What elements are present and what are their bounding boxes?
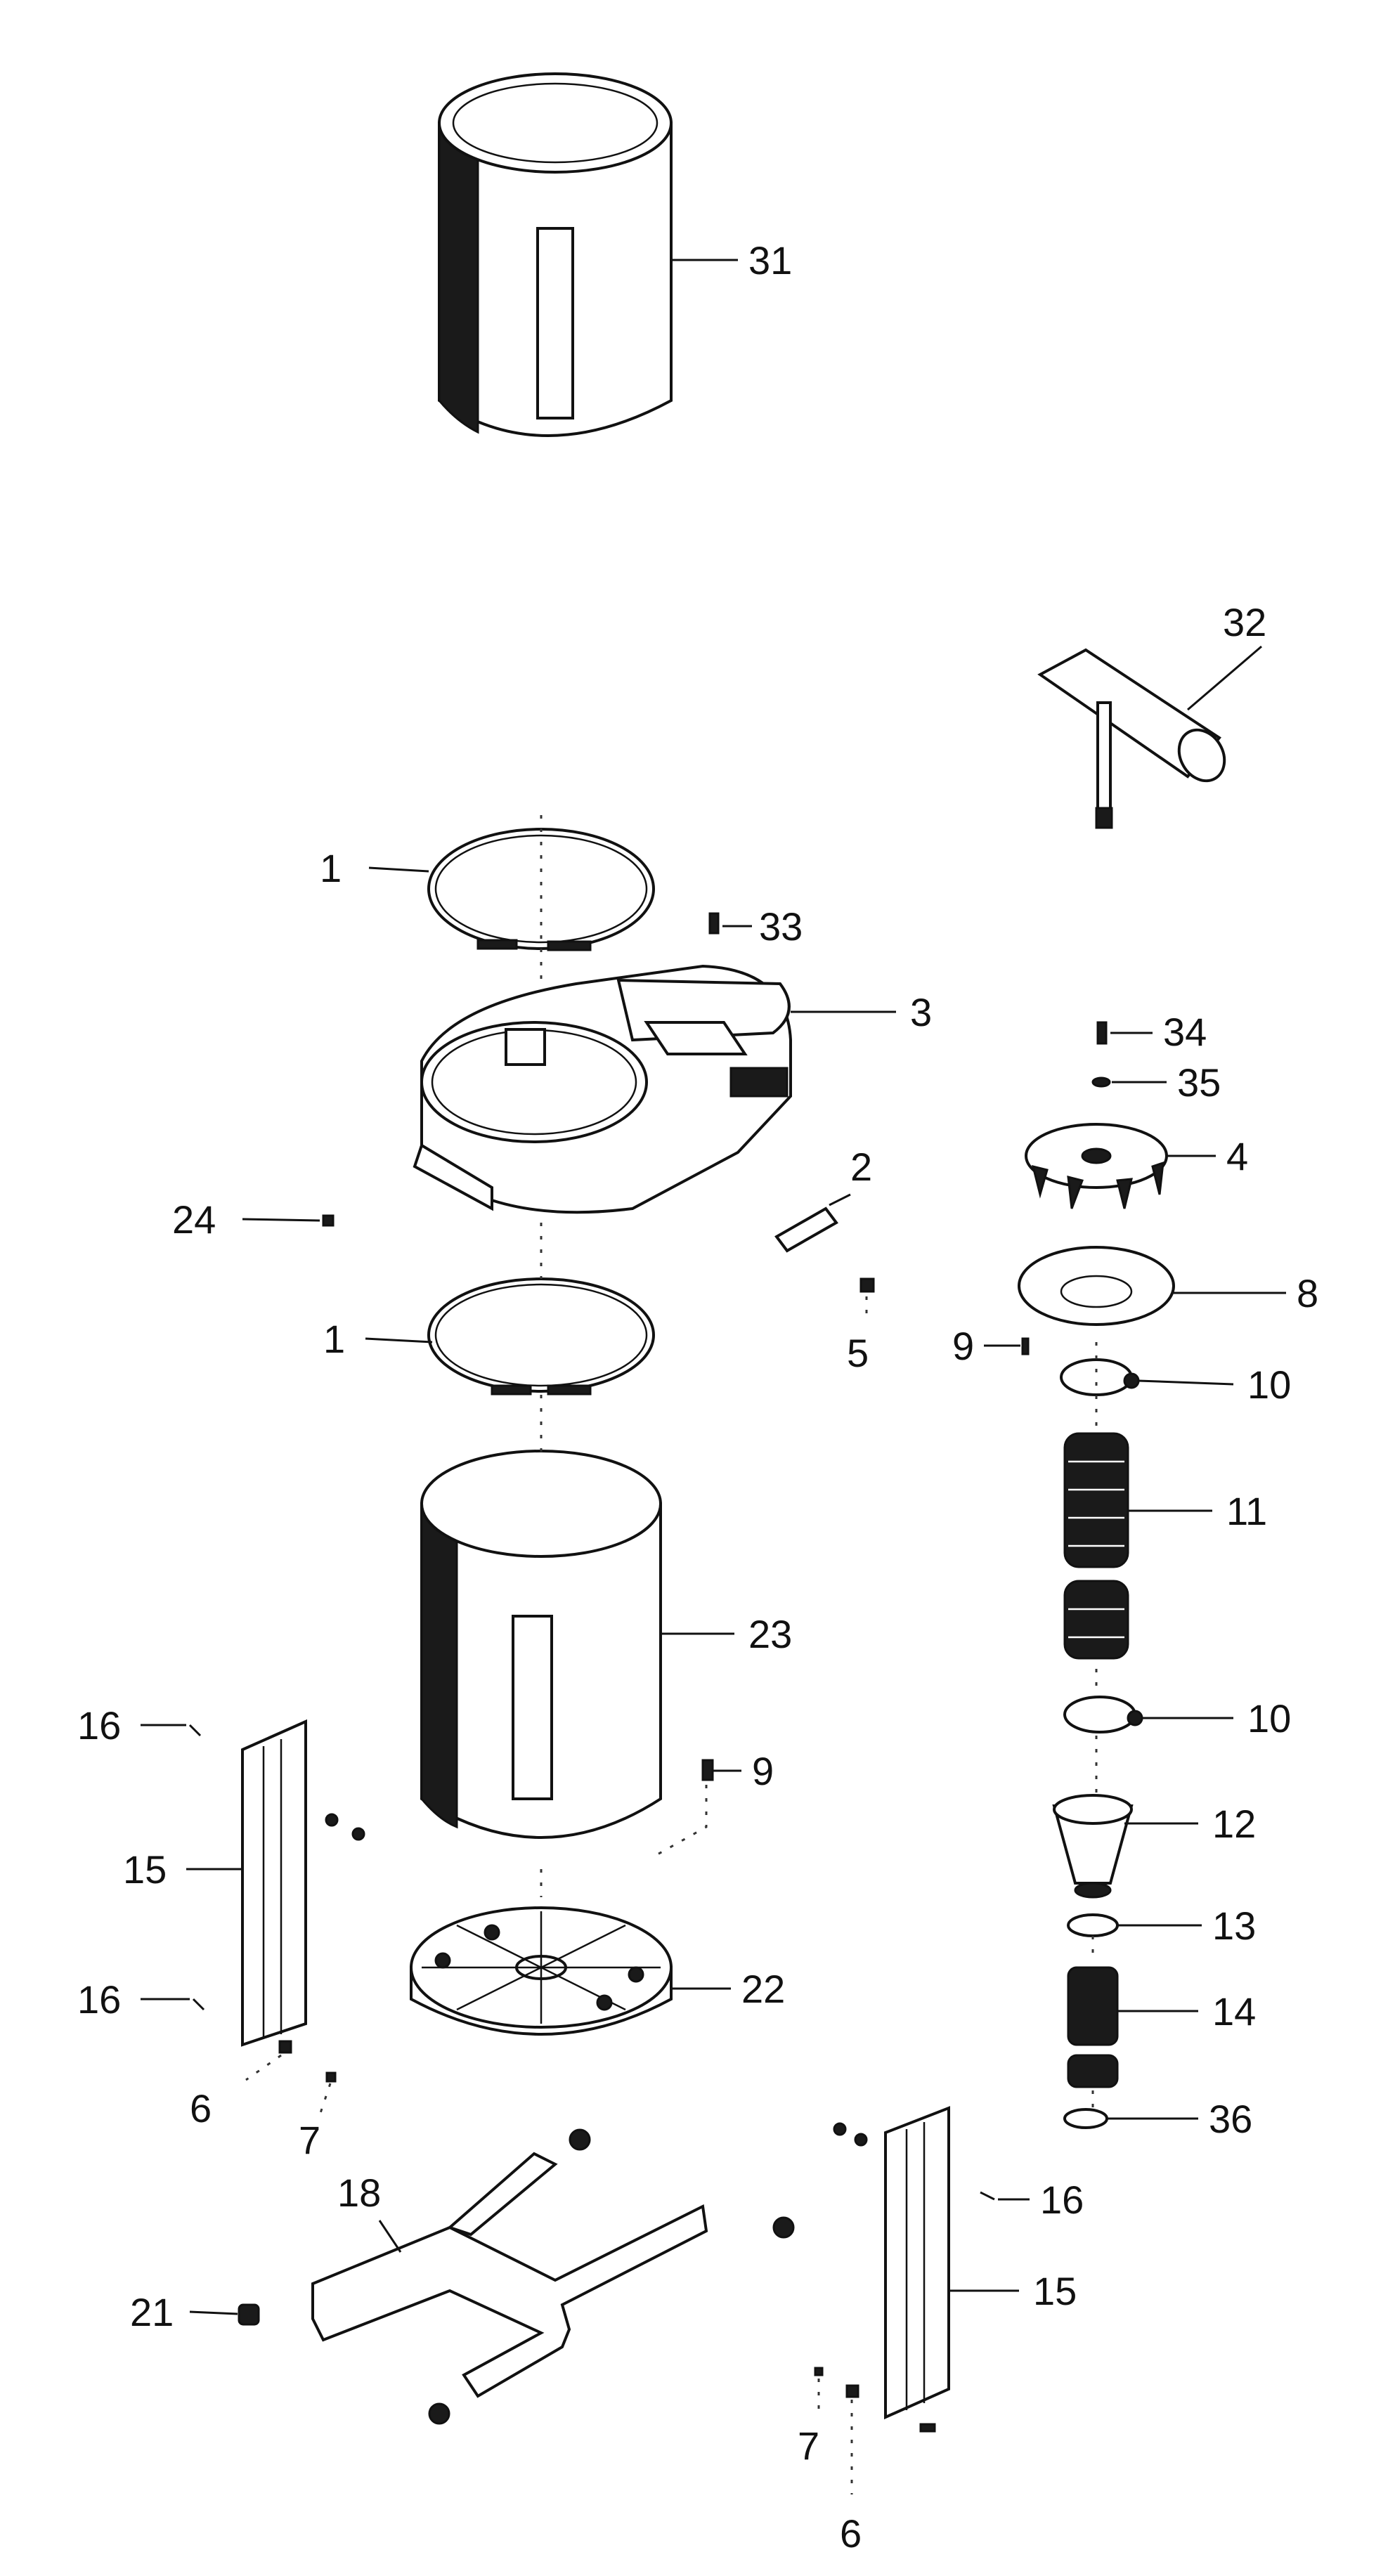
callout-6-left: 6 [190,2086,212,2131]
part-10-hose-clamp-lower [1063,1696,1143,1733]
part-6-nut-left [278,2040,292,2054]
callout-1-lower: 1 [323,1317,345,1361]
callout-33: 33 [759,904,803,949]
part-24-pin [322,1214,335,1227]
callout-10-upper: 10 [1247,1362,1291,1407]
callout-24: 24 [172,1197,216,1242]
callout-2: 2 [850,1145,872,1189]
callout-31: 31 [748,238,792,282]
part-14-hose [1067,1966,1119,2088]
callout-11: 11 [1226,1489,1267,1533]
leader-lines [141,259,1286,2315]
part-4-impeller [1025,1123,1168,1209]
callout-23: 23 [748,1612,792,1656]
callout-21: 21 [130,2290,174,2334]
part-13-ring [1067,1913,1119,1937]
part-15-leg-right [833,2106,950,2433]
part-23-lower-canister [420,1450,662,1839]
part-16-screw-right [980,2191,995,2201]
part-18-base-frame [311,2128,795,2425]
part-15-leg-left [241,1719,365,2047]
callout-34: 34 [1163,1010,1207,1054]
callout-labels: 31 32 1 33 3 34 35 4 24 2 8 1 5 9 10 11 … [77,238,1318,2556]
callout-4: 4 [1226,1134,1248,1178]
part-33-bolt [708,912,720,935]
part-3-blower-housing [413,964,792,1214]
part-35-washer [1091,1076,1111,1088]
callout-6-right: 6 [840,2511,862,2556]
callout-36: 36 [1209,2097,1252,2141]
callout-22: 22 [741,1967,785,2011]
part-7-washer-left [325,2071,337,2083]
part-22-base-plate [410,1906,673,2036]
part-10-hose-clamp-upper [1060,1358,1140,1396]
callout-16-right: 16 [1040,2178,1084,2222]
part-1-clamp-ring-lower [427,1277,655,1396]
callout-15-right: 15 [1033,2269,1077,2313]
callout-15-left: 15 [123,1847,167,1892]
part-11-hose [1063,1432,1129,1660]
part-36-ring [1063,2108,1108,2129]
callout-9-upper: 9 [952,1324,974,1368]
part-6-nut-right [845,2384,859,2398]
callout-10-lower: 10 [1247,1696,1291,1741]
callout-14: 14 [1212,1989,1256,2034]
callout-5: 5 [847,1331,869,1375]
part-2-label-plate [774,1206,838,1253]
assembly-lines [245,815,1098,2494]
part-31-top-canister [438,72,673,437]
part-9-screw-lower [701,1759,714,1781]
part-9-screw-upper [1021,1337,1030,1355]
part-21-foot [238,2303,260,2326]
part-12-funnel [1052,1794,1134,1899]
part-16-screw-left-lower [192,1998,205,2011]
part-1-clamp-ring-upper [427,828,655,951]
part-8-inlet-plate [1018,1246,1175,1326]
part-7-washer-right [814,2367,824,2376]
callout-7-left: 7 [299,2118,320,2162]
callout-16-left-upper: 16 [77,1703,121,1748]
callout-8: 8 [1297,1271,1318,1315]
callout-35: 35 [1177,1060,1221,1105]
callout-32: 32 [1223,600,1266,644]
part-16-screw-left-upper [188,1724,202,1737]
callout-3: 3 [910,990,932,1034]
part-34-screw [1096,1021,1108,1045]
callout-18: 18 [337,2171,381,2215]
callout-13: 13 [1212,1904,1256,1948]
callout-9-lower: 9 [752,1749,774,1793]
callout-7-right: 7 [798,2424,819,2468]
part-5-nut [859,1277,875,1293]
callout-1-upper: 1 [320,846,342,890]
callout-12: 12 [1212,1802,1256,1846]
callout-16-left-lower: 16 [77,1977,121,2022]
part-32-wrench [1037,648,1226,829]
